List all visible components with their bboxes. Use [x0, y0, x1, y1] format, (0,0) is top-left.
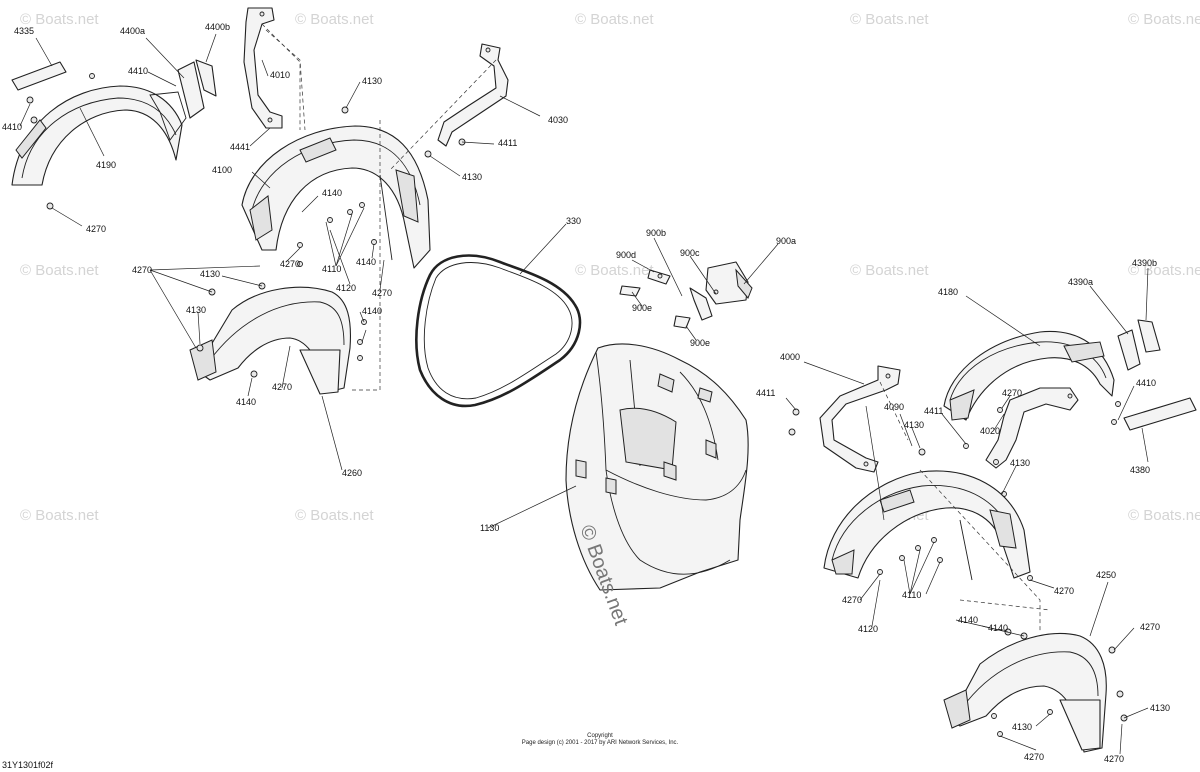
watermark-layer: © Boats.net © Boats.net © Boats.net © Bo… — [20, 11, 1200, 524]
watermark: © Boats.net — [1128, 11, 1200, 28]
part-label-4380: 4380 — [1130, 465, 1150, 475]
part-label-4100: 4100 — [212, 165, 232, 175]
part-label-4410: 4410 — [1136, 378, 1156, 388]
fender-4090 — [823, 448, 1033, 581]
part-label-4140: 4140 — [356, 257, 376, 267]
part-label-4410: 4410 — [128, 66, 148, 76]
part-label-4120: 4120 — [858, 624, 878, 634]
part-label-4090: 4090 — [884, 402, 904, 412]
watermark: © Boats.net — [1128, 262, 1200, 279]
part-label-4270: 4270 — [372, 288, 392, 298]
bracket-4000 — [788, 365, 909, 473]
fender-trim-4180 — [943, 319, 1197, 431]
part-label-4190: 4190 — [96, 160, 116, 170]
part-label-4335: 4335 — [14, 26, 34, 36]
watermark: © Boats.net — [20, 262, 99, 279]
fender-4100 — [241, 106, 431, 269]
part-label-4410: 4410 — [2, 122, 22, 132]
watermark: © Boats.net — [20, 11, 99, 28]
part-label-4130: 4130 — [186, 305, 206, 315]
part-label-900e: 900e — [690, 338, 710, 348]
part-label-4270: 4270 — [272, 382, 292, 392]
part-label-330: 330 — [566, 216, 581, 226]
part-label-4411: 4411 — [924, 406, 943, 416]
fender-trim-4190 — [11, 59, 217, 210]
watermark: © Boats.net — [850, 11, 929, 28]
footer: Copyright Page design (c) 2001 - 2017 by… — [2, 733, 679, 770]
part-label-900a: 900a — [776, 236, 796, 246]
part-label-900d: 900d — [616, 250, 636, 260]
watermark: © Boats.net — [575, 262, 654, 279]
bracket-4010 — [243, 7, 301, 130]
part-label-4270: 4270 — [842, 595, 862, 605]
part-label-4390b: 4390b — [1132, 258, 1157, 268]
part-label-4130: 4130 — [1012, 722, 1032, 732]
part-label-900e: 900e — [632, 303, 652, 313]
mud-guard-4250 — [943, 628, 1128, 753]
part-label-4110: 4110 — [322, 264, 341, 274]
part-label-4270: 4270 — [1140, 622, 1160, 632]
part-label-4180: 4180 — [938, 287, 958, 297]
part-label-4411: 4411 — [498, 138, 517, 148]
part-label-4411: 4411 — [756, 388, 775, 398]
part-label-1130: 1130 — [480, 523, 499, 533]
part-label-4400a: 4400a — [120, 26, 145, 36]
bracket-4030 — [389, 43, 509, 171]
part-label-4140: 4140 — [236, 397, 256, 407]
part-label-4140: 4140 — [988, 623, 1008, 633]
assembly-lines — [265, 29, 1051, 632]
part-label-4400b: 4400b — [205, 22, 230, 32]
watermark: © Boats.net — [295, 11, 374, 28]
part-label-4120: 4120 — [336, 283, 356, 293]
watermark: © Boats.net — [20, 507, 99, 524]
mud-guard-4260 — [189, 282, 367, 395]
part-label-4270: 4270 — [132, 265, 152, 275]
watermark: © Boats.net — [1128, 507, 1200, 524]
liner-1130: © Boats.net — [565, 343, 749, 629]
leader-lines — [19, 33, 1149, 755]
part-label-4270: 4270 — [1024, 752, 1044, 762]
part-labels: 4335 4400a 4400b 4410 4410 4190 4270 401… — [2, 22, 1170, 764]
part-label-4270: 4270 — [1054, 586, 1074, 596]
part-label-4010: 4010 — [270, 70, 290, 80]
part-label-4130: 4130 — [462, 172, 482, 182]
part-label-4250: 4250 — [1096, 570, 1116, 580]
part-label-4030: 4030 — [548, 115, 568, 125]
part-label-4000: 4000 — [780, 352, 800, 362]
part-label-4270: 4270 — [280, 259, 300, 269]
actuator-900 — [619, 261, 753, 329]
part-label-4270: 4270 — [1104, 754, 1124, 764]
seal-330 — [415, 254, 582, 408]
part-label-4260: 4260 — [342, 468, 362, 478]
bracket-4020 — [963, 387, 1079, 497]
part-label-4270: 4270 — [1002, 388, 1022, 398]
part-label-4441: 4441 — [230, 142, 250, 152]
part-label-4140: 4140 — [958, 615, 978, 625]
diagram-code: 31Y1301f02f — [2, 760, 54, 770]
part-label-900c: 900c — [680, 248, 700, 258]
watermark: © Boats.net — [575, 11, 654, 28]
part-label-4130: 4130 — [1150, 703, 1170, 713]
part-label-4130: 4130 — [904, 420, 924, 430]
part-label-4130: 4130 — [362, 76, 382, 86]
part-label-4130: 4130 — [200, 269, 220, 279]
part-label-4390a: 4390a — [1068, 277, 1093, 287]
copyright-line: Page design (c) 2001 - 2017 by ARI Netwo… — [522, 740, 679, 746]
part-label-4140: 4140 — [322, 188, 342, 198]
part-label-4140: 4140 — [362, 306, 382, 316]
part-label-900b: 900b — [646, 228, 666, 238]
part-label-4020: 4020 — [980, 426, 1000, 436]
part-label-4130: 4130 — [1010, 458, 1030, 468]
watermark: © Boats.net — [850, 262, 929, 279]
copyright-title: Copyright — [587, 733, 613, 739]
part-label-4270: 4270 — [86, 224, 106, 234]
watermark: © Boats.net — [295, 507, 374, 524]
part-label-4110: 4110 — [902, 590, 921, 600]
